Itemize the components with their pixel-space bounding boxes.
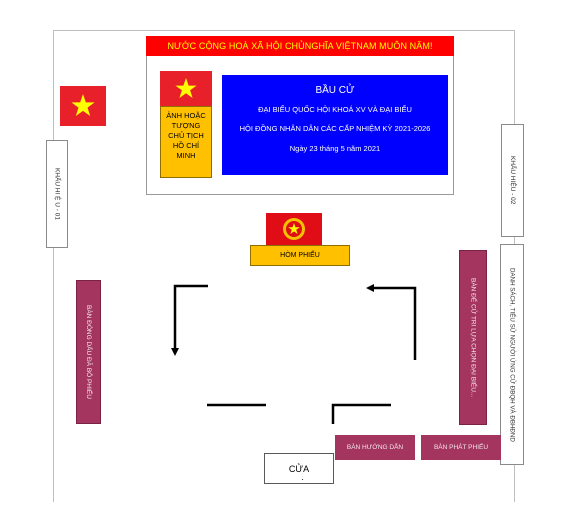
- star-icon: [71, 94, 95, 116]
- election-line-1: ĐẠI BIỂU QUỐC HỘI KHOÁ XV VÀ ĐẠI BIỂU: [258, 105, 412, 114]
- flow-arrow-left-down: [171, 284, 208, 356]
- state-emblem: [266, 213, 322, 245]
- portrait-line-5: MINH: [176, 151, 196, 160]
- door: CỬA: [264, 453, 334, 484]
- portrait-line-2: TƯỢNG: [171, 121, 201, 130]
- slogan-board-left: KHẨU HI Ệ U - 01: [46, 140, 68, 248]
- election-panel: BẦU CỬ ĐẠI BIỂU QUỐC HỘI KHOÁ XV VÀ ĐẠI …: [222, 75, 448, 175]
- stamp-desk-label: BÀN ĐÓNG DẤU ĐÃ BỎ PHIẾU: [85, 305, 92, 399]
- portrait-line-1: ẢNH HOẶC: [166, 111, 206, 120]
- ballot-issue-desk: BÀN PHÁT PHIẾU: [421, 435, 501, 460]
- slogan-left-text: KHẨU HI Ệ U - 01: [53, 167, 61, 220]
- emblem-icon: [283, 218, 305, 240]
- national-flag-left: [60, 86, 106, 126]
- star-icon: [175, 78, 197, 98]
- candidate-list-board: DANH SÁCH, TIỂU SỬ NGƯỜI ỨNG CỬ ĐBQH VÀ …: [500, 244, 524, 465]
- door-handle: [302, 479, 303, 480]
- election-line-2: HỘI ĐỒNG NHÂN DÂN CÁC CẤP NHIỆM KỲ 2021-…: [239, 124, 431, 133]
- slogan-board-right: KHẨU HIỆU - 02: [501, 124, 524, 237]
- ho-chi-minh-portrait-box: ẢNH HOẶC TƯỢNG CHỦ TỊCH HỒ CHÍ MINH: [160, 106, 212, 178]
- portrait-line-4: HỒ CHÍ: [172, 141, 200, 150]
- stamp-desk: BÀN ĐÓNG DẤU ĐÃ BỎ PHIẾU: [76, 280, 101, 424]
- candidate-desk-label: BÀN ĐỂ CỬ TRI LỰA CHỌN ĐẠI BIỂU...: [469, 277, 477, 398]
- candidate-selection-desk: BÀN ĐỂ CỬ TRI LỰA CHỌN ĐẠI BIỂU...: [459, 250, 487, 425]
- guide-desk: BÀN HƯỚNG DẪN: [335, 435, 415, 460]
- slogan-right-text: KHẨU HIỆU - 02: [509, 156, 516, 205]
- flow-arrow-exit: [331, 403, 391, 424]
- election-title: BẦU CỬ: [315, 85, 355, 96]
- flow-arrow-right-up: [366, 284, 417, 360]
- slogan-banner: NƯỚC CỘNG HOÀ XÃ HỘI CHỦNGHĨA VIỆTNAM MU…: [146, 36, 454, 56]
- national-flag-stage: [160, 71, 212, 106]
- portrait-line-3: CHỦ TỊCH: [168, 131, 204, 140]
- election-date: Ngày 23 tháng 5 năm 2021: [289, 144, 381, 153]
- ballot-box: HÒM PHIẾU: [250, 245, 350, 266]
- candidate-list-text: DANH SÁCH, TIỂU SỬ NGƯỜI ỨNG CỬ ĐBQH VÀ …: [508, 267, 516, 442]
